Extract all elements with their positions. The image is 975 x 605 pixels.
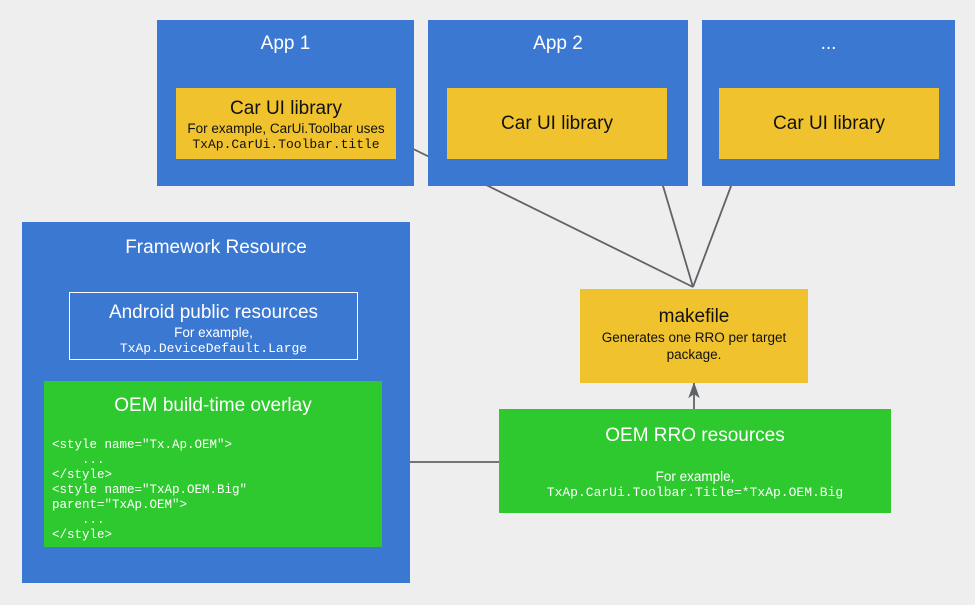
app-card-1[interactable]: App 1 Car UI library For example, CarUi.…	[157, 20, 414, 186]
makefile-title: makefile	[658, 306, 730, 327]
app-card-2[interactable]: App 2 Car UI library	[428, 20, 688, 186]
oem-rro-resources-subtitle: For example,	[655, 469, 735, 484]
android-public-resources-subtitle: For example,	[174, 325, 253, 340]
car-ui-library-box-3[interactable]: Car UI library	[719, 88, 939, 159]
car-ui-library-title-2: Car UI library	[501, 113, 613, 134]
oem-rro-resources-code: TxAp.CarUi.Toolbar.Title=*TxAp.OEM.Big	[546, 485, 844, 500]
car-ui-library-subtitle-1: For example, CarUi.Toolbar uses	[187, 121, 385, 136]
oem-build-time-overlay-code: <style name="Tx.Ap.OEM"> ... </style> <s…	[52, 438, 248, 542]
car-ui-library-title-1: Car UI library	[230, 98, 342, 119]
android-public-resources-title: Android public resources	[108, 302, 319, 323]
app-card-3[interactable]: ... Car UI library	[702, 20, 955, 186]
car-ui-library-box-2[interactable]: Car UI library	[447, 88, 667, 159]
oem-rro-resources-box[interactable]: OEM RRO resources For example, TxAp.CarU…	[499, 409, 891, 513]
oem-rro-resources-title: OEM RRO resources	[605, 425, 785, 446]
framework-resource-title: Framework Resource	[125, 237, 307, 258]
makefile-subtitle: Generates one RRO per target package.	[601, 330, 787, 362]
android-public-resources-code: TxAp.DeviceDefault.Large	[119, 341, 308, 356]
app-1-title: App 1	[260, 33, 311, 54]
android-public-resources-box[interactable]: Android public resources For example, Tx…	[69, 292, 358, 360]
oem-build-time-overlay-box[interactable]: OEM build-time overlay <style name="Tx.A…	[44, 381, 382, 547]
car-ui-library-box-1[interactable]: Car UI library For example, CarUi.Toolba…	[176, 88, 396, 159]
framework-resource-panel[interactable]: Framework Resource Android public resour…	[22, 222, 410, 583]
car-ui-library-code-1: TxAp.CarUi.Toolbar.title	[192, 137, 380, 152]
app-3-title: ...	[820, 33, 837, 54]
car-ui-library-title-3: Car UI library	[773, 113, 885, 134]
makefile-box[interactable]: makefile Generates one RRO per target pa…	[580, 289, 808, 383]
oem-build-time-overlay-title: OEM build-time overlay	[114, 395, 312, 416]
app-2-title: App 2	[533, 33, 583, 54]
